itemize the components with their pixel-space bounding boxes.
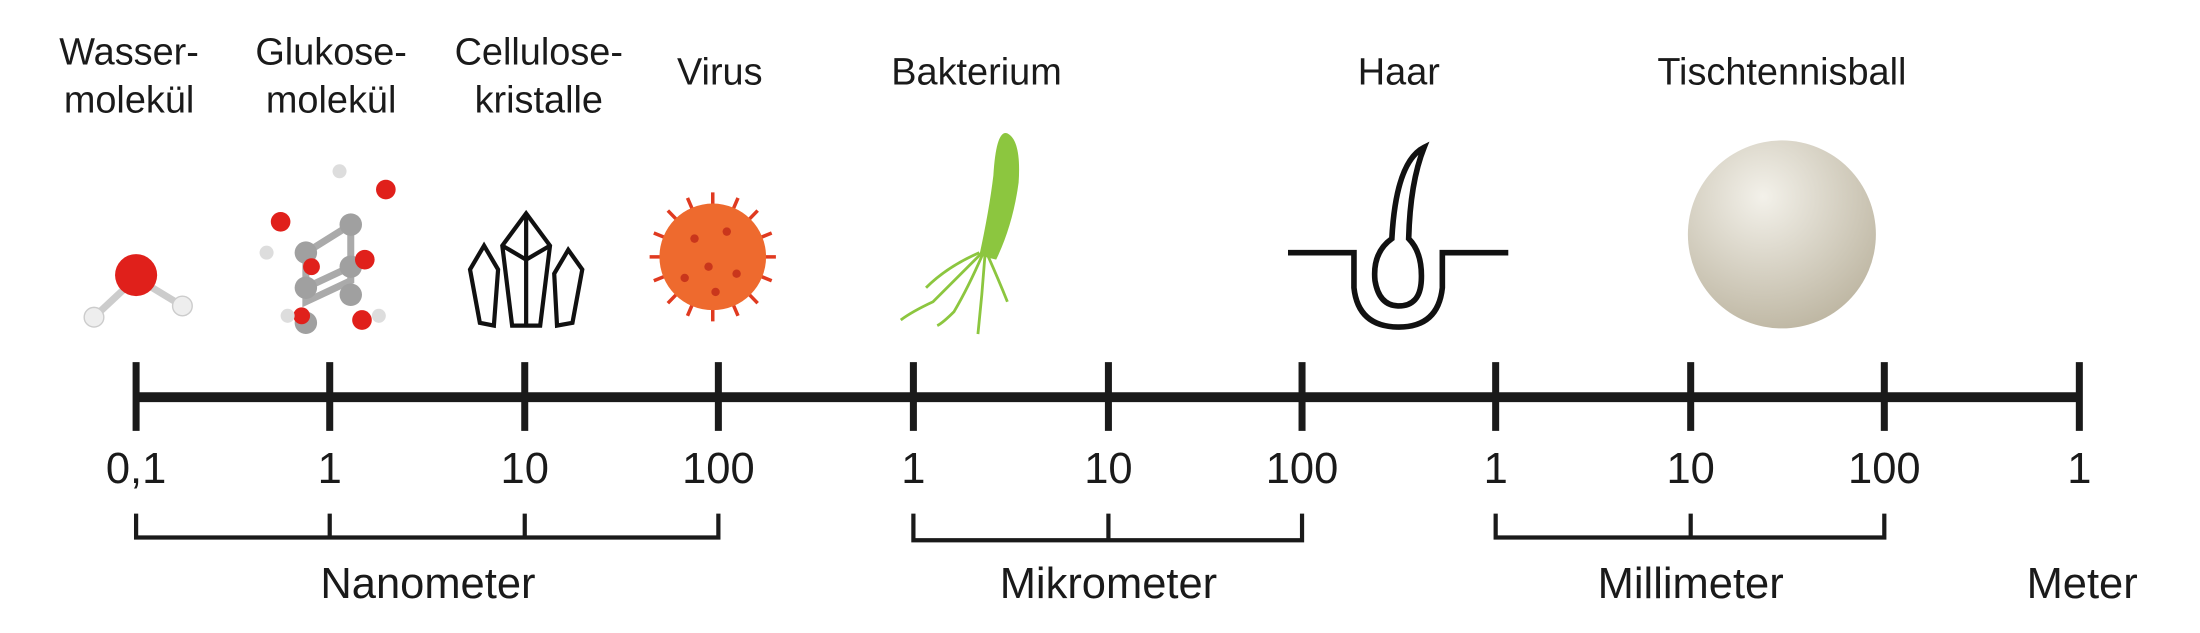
label-glucose-2: molekül xyxy=(266,79,397,121)
label-water-2: molekül xyxy=(64,79,195,121)
bracket-nanometer xyxy=(133,513,721,540)
label-bacterium: Bakterium xyxy=(891,51,1062,93)
label-water-1: Wasser- xyxy=(59,32,199,74)
item-labels: Wasser- molekül Glukose- molekül Cellulo… xyxy=(59,32,1906,122)
label-cellulose-2: kristalle xyxy=(475,79,603,121)
label-ball: Tischtennisball xyxy=(1657,51,1906,93)
tick-label: 0,1 xyxy=(106,445,166,493)
unit-meter: Meter xyxy=(2027,560,2138,608)
tick-label: 1 xyxy=(318,445,342,493)
tick-label: 1 xyxy=(2067,445,2091,493)
tick-label: 10 xyxy=(1667,445,1715,493)
crystal-icon xyxy=(467,209,585,329)
scale-axis xyxy=(132,362,2083,431)
water-molecule-icon xyxy=(83,254,193,328)
tick-labels: 0,1 1 10 100 1 10 100 1 10 100 1 xyxy=(106,445,2092,493)
tick-label: 100 xyxy=(682,445,755,493)
bracket-millimeter xyxy=(1493,513,1887,540)
tick-label: 1 xyxy=(1484,445,1508,493)
label-hair: Haar xyxy=(1358,51,1440,93)
glucose-molecule-icon xyxy=(259,164,396,335)
unit-labels: Nanometer Mikrometer Millimeter Meter xyxy=(320,560,2137,608)
label-virus: Virus xyxy=(677,51,763,93)
label-glucose-1: Glukose- xyxy=(255,32,407,74)
tick-label: 1 xyxy=(901,445,925,493)
ping-pong-ball-icon xyxy=(1687,140,1876,329)
hair-follicle-icon xyxy=(1288,141,1509,330)
label-cellulose-1: Cellulose- xyxy=(455,32,623,74)
tick-label: 10 xyxy=(1084,445,1132,493)
bracket-mikrometer xyxy=(911,513,1305,543)
unit-nanometer: Nanometer xyxy=(320,560,535,608)
tick-label: 100 xyxy=(1266,445,1339,493)
tick-label: 100 xyxy=(1848,445,1921,493)
bacterium-icon xyxy=(899,133,1020,335)
virus-icon xyxy=(649,192,776,322)
tick-label: 10 xyxy=(501,445,549,493)
unit-millimeter: Millimeter xyxy=(1598,560,1784,608)
unit-mikrometer: Mikrometer xyxy=(1000,560,1217,608)
unit-brackets xyxy=(133,513,1887,543)
